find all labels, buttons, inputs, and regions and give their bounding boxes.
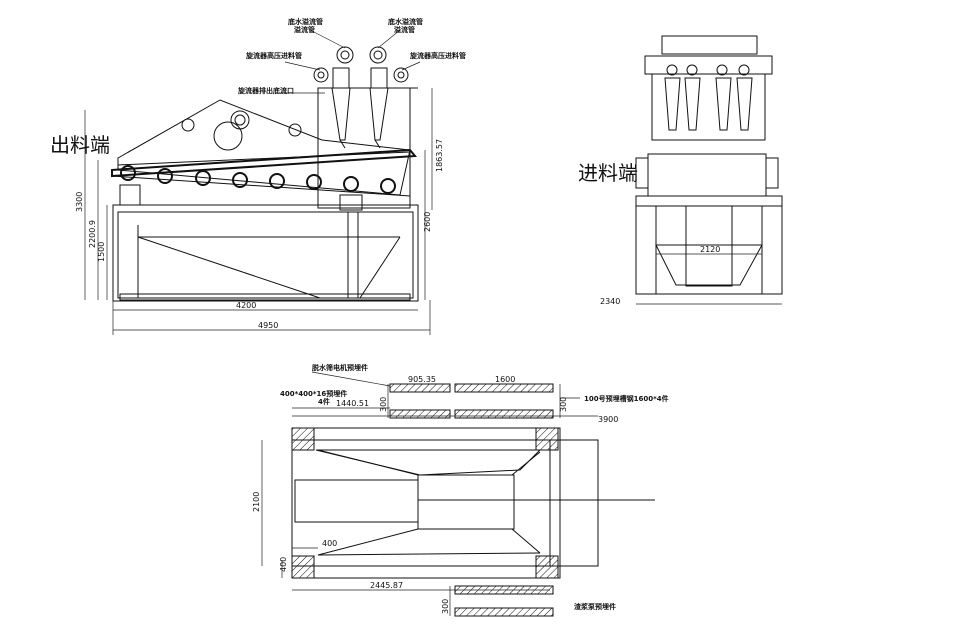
dim-1863-57: 1863.57 <box>435 139 444 172</box>
dim-905-35: 905.35 <box>408 375 436 384</box>
dim-2340: 2340 <box>600 297 620 306</box>
dim-2200-9: 2200.9 <box>88 220 97 248</box>
roller-row <box>120 165 396 194</box>
dim-2445-87: 2445.87 <box>370 581 403 590</box>
dim-1440-51: 1440.51 <box>336 399 369 408</box>
dim-4950: 4950 <box>258 321 278 330</box>
dim-2100: 2100 <box>252 492 261 512</box>
plan-view <box>261 371 655 617</box>
dim-300-left: 300 <box>379 397 388 412</box>
overflow-pipe-right-label-2: 溢流管 <box>394 25 415 34</box>
dim-2600: 2600 <box>423 212 432 232</box>
dim-1600: 1600 <box>495 375 515 384</box>
dim-300-right: 300 <box>559 397 568 412</box>
dim-4200: 4200 <box>236 301 256 310</box>
discharge-end-label: 出料端 <box>50 133 110 157</box>
dim-3900: 3900 <box>598 415 618 424</box>
dim-2120: 2120 <box>700 245 720 254</box>
dim-300-bottom: 300 <box>441 599 450 614</box>
feed-pipe-left-label: 旋流器高压进料管 <box>245 51 302 60</box>
side-view <box>84 29 433 335</box>
dim-3300: 3300 <box>75 192 84 212</box>
overflow-pipe-right-label: 底水溢流管 <box>388 17 423 26</box>
overflow-pipe-left-label: 底水溢流管 <box>288 17 323 26</box>
pump-embed-label: 渣浆泵预埋件 <box>574 602 616 611</box>
plate-count-label: 4件 <box>318 397 330 406</box>
feed-pipe-right-label: 旋流器高压进料管 <box>409 51 466 60</box>
screen-bolts <box>181 110 302 151</box>
feed-end-label: 进料端 <box>578 161 638 185</box>
plate-embed-label: 400*400*16预埋件 <box>280 389 347 398</box>
end-view <box>635 35 783 305</box>
channel-embed-label: 100号预埋槽钢1600*4件 <box>584 394 669 403</box>
underflow-label: 旋流器排出底流口 <box>237 86 294 95</box>
motor-embed-label: 脱水筛电机预埋件 <box>312 363 368 372</box>
dim-400-vertical: 400 <box>279 557 288 572</box>
overflow-pipe-left-label-2: 溢流管 <box>294 25 315 34</box>
dim-1500: 1500 <box>97 242 106 262</box>
dim-400: 400 <box>322 539 337 548</box>
